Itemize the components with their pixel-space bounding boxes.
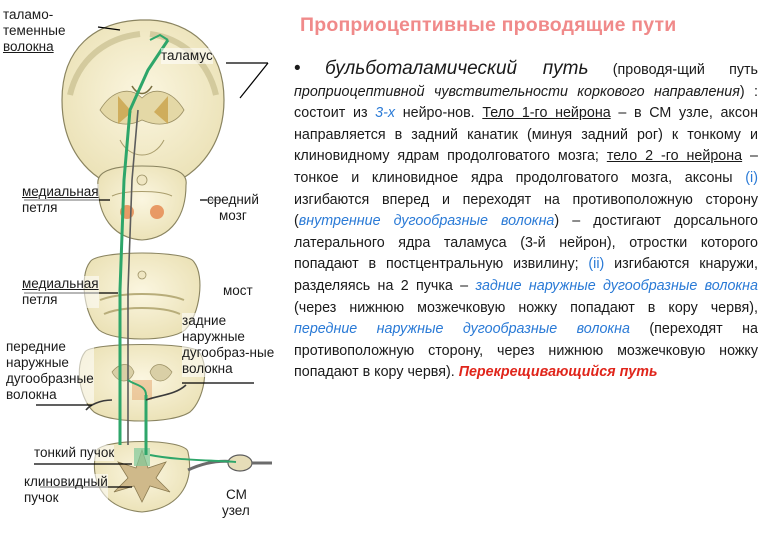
label-cuneate-fasciculus: клиновидный пучок (24, 474, 108, 506)
label-pons: мост (223, 283, 253, 299)
pons-section (83, 252, 201, 340)
slide-title: Проприоцептивные проводящие пути (300, 14, 677, 36)
label-posterior-external-arcuate-fibers: задние наружные дугообраз-ные волокна (182, 313, 275, 377)
pathway-heading: бульботаламический путь (324, 58, 589, 79)
medulla-section (78, 343, 206, 422)
description-text: • бульботаламический путь (проводя-щий п… (294, 58, 758, 381)
label-anterior-external-arcuate-fibers: передние наружные дугообразные волокна (6, 339, 94, 403)
label-midbrain: средний мозг (207, 192, 259, 224)
pathway-lines (85, 33, 237, 463)
label-spinal-ganglion: СМ узел (222, 487, 250, 519)
label-medial-lemniscus-lower: медиальная петля (22, 276, 99, 308)
label-thalamus: таламус (161, 48, 213, 64)
bullet: • (294, 58, 301, 79)
brain-section (61, 19, 225, 189)
label-medial-lemniscus-upper: медиальная петля (22, 184, 99, 216)
label-gracile-fasciculus: тонкий пучок (34, 445, 115, 461)
label-thalamo-parietal-fibers: таламо- теменные волокна (3, 7, 66, 55)
crossed-pathway-note: Перекрещивающийся путь (458, 364, 658, 381)
pathway-diagram: таламо- теменные волокна таламус медиаль… (0, 0, 290, 540)
